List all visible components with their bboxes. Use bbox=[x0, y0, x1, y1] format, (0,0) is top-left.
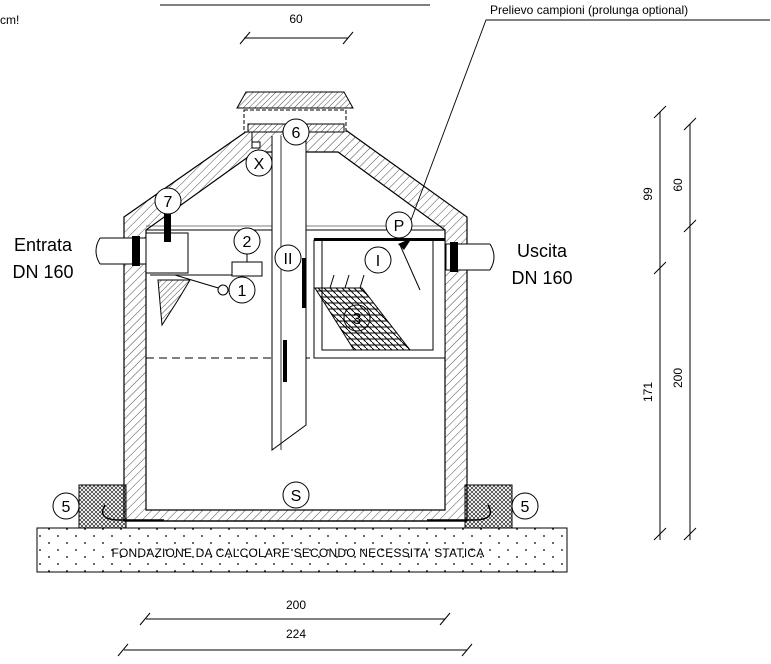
svg-text:5: 5 bbox=[62, 499, 71, 516]
left-anchor-block bbox=[78, 484, 127, 529]
svg-text:P: P bbox=[394, 218, 405, 235]
dim-right-outer-top: 99 bbox=[641, 187, 655, 201]
svg-text:I: I bbox=[376, 253, 380, 270]
svg-text:2: 2 bbox=[243, 234, 252, 251]
foundation-slab: FONDAZIONE DA CALCOLARE SECONDO NECESSIT… bbox=[36, 527, 568, 573]
dim-right-outer-bottom: 171 bbox=[641, 382, 655, 402]
sensor-box bbox=[231, 261, 263, 277]
dim-top-width: 60 bbox=[289, 12, 303, 26]
marker-float: 1 bbox=[228, 276, 256, 304]
corner-note: cm! bbox=[0, 13, 19, 27]
inlet-label: Entrata bbox=[14, 235, 73, 255]
marker-right-anchor: 5 bbox=[511, 492, 539, 520]
top-dimension: 60 bbox=[160, 4, 430, 45]
dim-right-inner-top: 60 bbox=[671, 178, 685, 192]
svg-text:X: X bbox=[254, 156, 265, 173]
marker-chamber-ii: II bbox=[274, 244, 302, 272]
inlet-size: DN 160 bbox=[12, 262, 73, 282]
dim-bottom-inner: 200 bbox=[286, 598, 306, 612]
coalescing-chamber bbox=[313, 238, 446, 359]
svg-text:6: 6 bbox=[292, 125, 301, 142]
marker-sampling: P bbox=[385, 211, 413, 239]
outlet-label: Uscita bbox=[517, 241, 568, 261]
marker-left-anchor: 5 bbox=[52, 492, 80, 520]
svg-text:5: 5 bbox=[521, 499, 530, 516]
inlet-device bbox=[145, 212, 235, 327]
outlet-pipe bbox=[445, 242, 495, 272]
svg-text:S: S bbox=[291, 488, 302, 505]
right-anchor-rod bbox=[427, 504, 492, 521]
marker-sludge: S bbox=[282, 481, 310, 509]
foundation-text: FONDAZIONE DA CALCOLARE SECONDO NECESSIT… bbox=[111, 546, 484, 560]
dim-right-inner-bottom: 200 bbox=[671, 368, 685, 388]
inlet-pipe bbox=[95, 236, 151, 266]
marker-inlet-device: 7 bbox=[154, 187, 182, 215]
marker-chamber-i: I bbox=[364, 246, 392, 274]
marker-filter: 3 bbox=[343, 304, 371, 332]
dim-bottom-outer: 224 bbox=[286, 627, 306, 641]
marker-access: X bbox=[245, 149, 273, 177]
left-anchor-rod bbox=[101, 504, 164, 521]
svg-text:3: 3 bbox=[353, 311, 362, 328]
bottom-dimensions: 200 224 bbox=[117, 598, 473, 657]
marker-sensor: 2 bbox=[233, 227, 261, 255]
right-dimensions: 99 171 60 200 bbox=[641, 105, 697, 541]
marker-cover: 6 bbox=[282, 118, 310, 146]
svg-text:7: 7 bbox=[164, 194, 173, 211]
baffle-wall bbox=[271, 136, 307, 451]
outlet-size: DN 160 bbox=[511, 268, 572, 288]
sampling-label: Prelievo campioni (prolunga optional) bbox=[490, 3, 688, 17]
sampling-leader bbox=[404, 19, 770, 237]
svg-text:1: 1 bbox=[238, 283, 247, 300]
svg-text:II: II bbox=[284, 251, 293, 268]
